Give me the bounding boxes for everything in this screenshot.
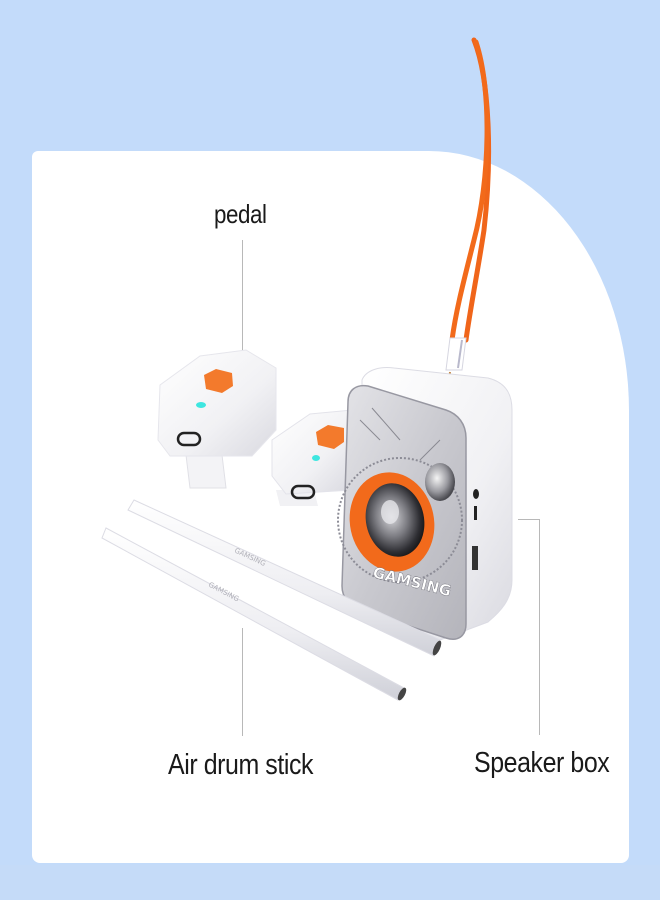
stick-leader-line	[242, 628, 243, 736]
pedal-device-1	[157, 349, 277, 489]
air-drum-stick-label: Air drum stick	[168, 749, 314, 781]
lanyard	[445, 37, 492, 393]
pedal-leader-line	[242, 240, 243, 350]
speaker-box-label: Speaker box	[474, 747, 610, 779]
speaker-box: GAMSING	[337, 367, 513, 641]
bottom-strip	[0, 865, 660, 900]
speaker-leader-line-h	[518, 519, 540, 520]
speaker-leader-line-v	[539, 519, 540, 735]
air-drum-stick-2: GAMSING	[101, 527, 407, 701]
pedal-device-2	[271, 409, 353, 506]
pedal-label: pedal	[214, 199, 267, 229]
